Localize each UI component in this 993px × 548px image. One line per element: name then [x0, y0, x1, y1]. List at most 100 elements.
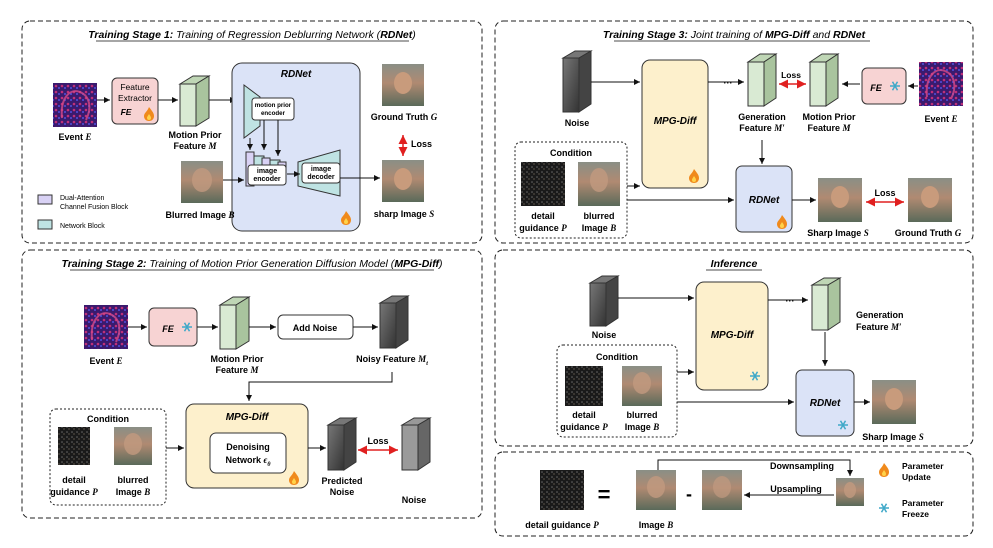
svg-text:MPG-Diff: MPG-Diff [711, 330, 755, 341]
svg-text:guidance P: guidance P [50, 487, 98, 497]
svg-text:detail guidance P: detail guidance P [525, 520, 599, 530]
legend-network-swatch [37, 219, 53, 230]
svg-text:Parameter: Parameter [902, 498, 944, 508]
stage2-title: Training Stage 2: Training of Motion Pri… [61, 258, 442, 270]
stage1-panel [21, 20, 483, 244]
svg-text:MPG-Diff: MPG-Diff [226, 412, 270, 423]
fire-icon [777, 215, 787, 229]
svg-text:guidance P: guidance P [519, 223, 567, 233]
motion-prior-feature-block [218, 296, 251, 350]
svg-text:blurred: blurred [117, 475, 148, 485]
sharp-image [818, 178, 862, 222]
fire-icon [144, 107, 154, 121]
svg-text:Feature M: Feature M [807, 123, 851, 133]
svg-text:Noisy Feature Mt: Noisy Feature Mt [356, 354, 428, 367]
mpg-diff-block [641, 59, 709, 189]
svg-text:Freeze: Freeze [902, 509, 929, 519]
svg-text:Condition: Condition [87, 414, 129, 424]
detail-guidance-image [540, 470, 584, 510]
svg-text:Sharp Image S: Sharp Image S [862, 432, 924, 442]
detail-guidance-panel [494, 451, 974, 537]
blurred-image [636, 470, 676, 510]
rdnet-block [735, 165, 793, 233]
svg-text:Noise: Noise [402, 495, 427, 505]
svg-text:Image B: Image B [116, 487, 151, 497]
svg-text:Dual-Attention: Dual-Attention [60, 195, 104, 202]
svg-text:Motion Prior: Motion Prior [169, 130, 222, 140]
svg-text:FE: FE [121, 107, 132, 117]
svg-text:RDNet: RDNet [281, 69, 312, 80]
svg-text:MPG-Diff: MPG-Diff [654, 116, 698, 127]
svg-text:Extractor: Extractor [118, 93, 152, 103]
svg-text:Network Block: Network Block [60, 223, 105, 230]
svg-text:Loss: Loss [367, 436, 388, 446]
inference-title: Inference [711, 258, 758, 270]
snowflake-icon [879, 503, 889, 513]
fe-block [861, 67, 907, 105]
svg-text:Add Noise: Add Noise [293, 323, 338, 333]
svg-text:Condition: Condition [596, 352, 638, 362]
fire-icon [341, 211, 351, 225]
image-encoder-label-box [247, 164, 287, 186]
svg-text:sharp Image S: sharp Image S [374, 209, 435, 219]
svg-text:Motion Prior: Motion Prior [211, 354, 264, 364]
blurred-image [181, 161, 223, 203]
svg-text:Event E: Event E [89, 356, 122, 366]
svg-text:blurred: blurred [583, 211, 614, 221]
svg-text:Upsampling: Upsampling [770, 484, 822, 494]
svg-text:blurred: blurred [626, 410, 657, 420]
svg-text:Loss: Loss [411, 139, 432, 149]
blurred-image [622, 366, 662, 406]
condition-box [514, 141, 628, 239]
svg-text:Loss: Loss [874, 188, 895, 198]
condition-box [556, 344, 678, 438]
event-image [84, 305, 128, 349]
svg-text:Downsampling: Downsampling [770, 461, 834, 471]
rdnet-block [795, 369, 855, 437]
fire-icon [879, 463, 889, 477]
svg-text:Channel Fusion Block: Channel Fusion Block [60, 204, 129, 211]
svg-text:Generation: Generation [738, 112, 786, 122]
inference-panel [494, 249, 974, 447]
svg-text:Condition: Condition [550, 148, 592, 158]
svg-text:detail: detail [62, 475, 86, 485]
svg-text:image: image [311, 166, 331, 173]
generation-feature-block [746, 53, 778, 107]
sharp-image [872, 380, 916, 424]
svg-text:=: = [598, 482, 611, 507]
svg-text:Image B: Image B [625, 422, 660, 432]
detail-guidance-image [521, 162, 565, 206]
noise-block [588, 275, 620, 327]
snowflake-icon [838, 420, 848, 430]
svg-text:FE: FE [870, 83, 882, 93]
svg-text:Ground Truth G: Ground Truth G [371, 112, 438, 122]
svg-text:Image B: Image B [639, 520, 674, 530]
motion-prior-feature-block [808, 53, 840, 107]
svg-text:Feature: Feature [120, 82, 150, 92]
noisy-feature-block [378, 295, 410, 349]
generation-feature-block [810, 277, 842, 331]
svg-text:Motion Prior: Motion Prior [803, 112, 856, 122]
svg-text:Predicted: Predicted [321, 476, 362, 486]
svg-text:FE: FE [162, 324, 174, 334]
legend-dual-swatch [37, 194, 53, 205]
ground-truth-image [908, 178, 952, 222]
svg-text:Update: Update [902, 472, 931, 482]
svg-text:motion prior: motion prior [255, 102, 292, 109]
snowflake-icon [890, 81, 900, 91]
svg-text:RDNet: RDNet [749, 195, 780, 206]
rdnet-block [231, 62, 361, 232]
svg-text:Image B: Image B [582, 223, 617, 233]
predicted-noise-block [326, 417, 358, 471]
svg-text:Blurred Image B: Blurred Image B [165, 210, 234, 220]
svg-text:···: ··· [724, 78, 733, 88]
blurred-image [114, 427, 152, 465]
svg-text:Network ϵθ: Network ϵθ [225, 455, 271, 468]
condition-box [49, 408, 167, 506]
downsampled-image [836, 478, 864, 506]
sharp-image [382, 160, 424, 202]
mp-encoder-label-box [251, 97, 295, 121]
svg-text:···: ··· [786, 296, 795, 306]
event-image [53, 83, 97, 127]
